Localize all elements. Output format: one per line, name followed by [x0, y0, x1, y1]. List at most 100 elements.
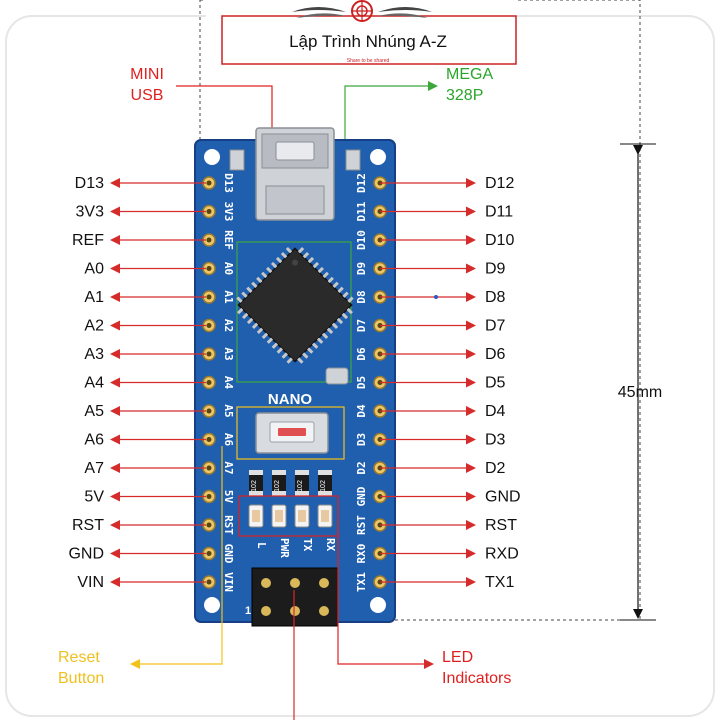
- pin-label-right: GND: [485, 489, 521, 506]
- silk-label-left: A4: [222, 376, 235, 390]
- led-label-line2: Indicators: [442, 670, 511, 687]
- silk-label-right: D4: [355, 404, 368, 418]
- led-silk-tx: TX: [301, 538, 314, 552]
- banner-tagline: Share to be shared: [347, 58, 390, 64]
- led-highlight: [238, 495, 339, 537]
- atmega328p-chip: [236, 241, 354, 383]
- pin-label-right: D9: [485, 261, 506, 278]
- pin-label-left: REF: [72, 232, 104, 249]
- silk-label-left: GND: [222, 544, 235, 564]
- pin-hole-center: [206, 579, 212, 585]
- stray-dot: [434, 295, 438, 299]
- banner-frame: [221, 15, 517, 65]
- icsp-header: 1: [245, 567, 339, 627]
- silk-label-right: D10: [355, 230, 368, 250]
- pin-label-right: D7: [485, 318, 506, 335]
- pin-label-left: A7: [84, 460, 104, 477]
- silk-label-right: D12: [355, 173, 368, 193]
- mega-label-line2: 328P: [446, 87, 483, 104]
- reset-leader: [130, 446, 223, 669]
- silk-label-right: D3: [355, 433, 368, 446]
- pin-label-right: D5: [485, 375, 506, 392]
- banner-title: Lập Trình Nhúng A-Z: [289, 32, 447, 51]
- silk-label-right: TX1: [355, 572, 368, 592]
- silk-label-right: D2: [355, 461, 368, 474]
- pin-label-right: D10: [485, 232, 514, 249]
- silk-label-right: D9: [355, 262, 368, 275]
- mega-label-line1: MEGA: [446, 66, 493, 83]
- left-pin-holes: [202, 176, 216, 589]
- pin-label-left: A5: [84, 403, 104, 420]
- led-callout: LED Indicators: [337, 520, 511, 687]
- silk-label-left: D13: [222, 173, 235, 193]
- mount-hole: [204, 597, 220, 613]
- resistor-array: 102 102 102 102: [249, 470, 332, 496]
- silk-label-right: D8: [355, 290, 368, 303]
- silk-label-left: A6: [222, 433, 235, 447]
- reset-highlight: [236, 406, 345, 460]
- led-label-line1: LED: [442, 649, 473, 666]
- resistor-silk: 102: [274, 480, 281, 492]
- silk-label-left: 5V: [222, 490, 235, 504]
- silk-label-left: A0: [222, 262, 235, 275]
- reset-label-line2: Button: [58, 670, 104, 687]
- silk-label-left: REF: [222, 230, 235, 250]
- pin-hole-center: [206, 209, 212, 214]
- pin-label-right: D6: [485, 346, 506, 363]
- pin-label-left: A0: [84, 261, 104, 278]
- mini-usb-connector: [229, 127, 361, 221]
- pin-label-left: A2: [84, 318, 104, 335]
- dimension-label: 45mm: [618, 384, 662, 401]
- pin-label-left: 5V: [84, 489, 104, 506]
- pin-label-left: GND: [68, 546, 104, 563]
- brand-logo-icon: [292, 0, 432, 22]
- pin-hole-center: [206, 351, 212, 357]
- pin-hole-center: [206, 180, 212, 186]
- pin-hole-center: [206, 494, 212, 499]
- pin-label-right: D2: [485, 460, 506, 477]
- mini-usb-callout: MINI USB: [130, 66, 273, 150]
- led-leader: [337, 520, 434, 669]
- silk-label-left: A3: [222, 347, 235, 360]
- reset-button: [236, 406, 345, 460]
- silk-label-left: A5: [222, 404, 235, 417]
- silk-label-left: A7: [222, 461, 235, 474]
- silk-label-right: D6: [355, 347, 368, 361]
- pin-label-left: D13: [75, 175, 104, 192]
- mount-hole: [204, 149, 220, 165]
- silk-label-left: VIN: [222, 572, 235, 592]
- brand-banner: Lập Trình Nhúng A-Z Share to be shared: [206, 0, 517, 66]
- silk-label-right: D7: [355, 319, 368, 332]
- pin-hole-center: [206, 294, 212, 300]
- nano-silk-label: NANO: [268, 391, 312, 408]
- pin-label-left: A4: [84, 375, 104, 392]
- board-length-dimension: 45mm: [618, 143, 662, 621]
- silk-label-right: GND: [355, 486, 368, 506]
- mount-hole: [370, 597, 386, 613]
- silk-label-right: D5: [355, 376, 368, 389]
- pin-label-right: D11: [485, 204, 513, 221]
- pin-hole-center: [206, 266, 212, 271]
- silk-label-left: RST: [222, 515, 235, 535]
- pin-label-left: 3V3: [76, 204, 105, 221]
- led-silk-rx: RX: [324, 538, 337, 552]
- pin-label-right: RST: [485, 517, 517, 534]
- led-silk-l: L: [255, 542, 268, 549]
- pin-hole-center: [206, 380, 212, 385]
- crystal-oscillator: [325, 367, 349, 385]
- mini-usb-label-line2: USB: [131, 87, 164, 104]
- silk-label-right: D11: [355, 201, 368, 221]
- silk-label-left: A2: [222, 319, 235, 332]
- pin-hole-center: [206, 465, 212, 471]
- led-silk-pwr: PWR: [278, 538, 291, 558]
- reset-label-line1: Reset: [58, 649, 100, 666]
- pin-label-left: A3: [84, 346, 104, 363]
- resistor-silk: 102: [251, 480, 258, 492]
- nano-board: NANO 102 102 102 102 L PWR: [194, 127, 396, 627]
- pin-label-right: RXD: [485, 546, 519, 563]
